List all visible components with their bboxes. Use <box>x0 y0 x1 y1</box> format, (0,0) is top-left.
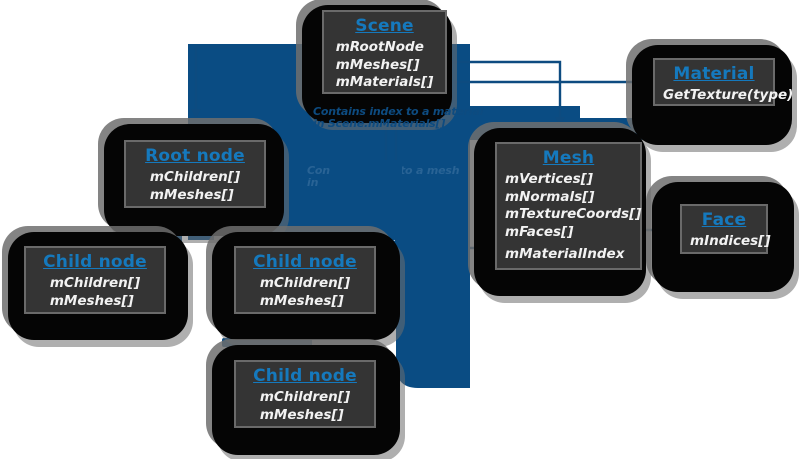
mesh-field-mmaterialindex: mMaterialIndex <box>505 246 625 262</box>
mesh-field-mvertices: mVertices[] <box>505 171 593 187</box>
material-field-gettexture: GetTexture(type) <box>663 87 794 103</box>
root-node-fields: mChildren[] mMeshes[] <box>150 169 240 204</box>
child-node-left-field-mchildren: mChildren[] <box>49 275 141 291</box>
child-node-bottom[interactable]: Child node mChildren[] mMeshes[] <box>234 360 376 428</box>
root-node[interactable]: Root node mChildren[] mMeshes[] <box>124 140 266 208</box>
material-node[interactable]: Material GetTexture(type) <box>653 58 794 106</box>
scene-fields: mRootNode mMeshes[] mMaterials[] <box>336 39 434 92</box>
scene-field-mmaterials: mMaterials[] <box>335 74 434 90</box>
child-node-middle[interactable]: Child node mChildren[] mMeshes[] <box>234 246 376 314</box>
scene-field-mmeshes: mMeshes[] <box>335 56 420 73</box>
child-node-left[interactable]: Child node mChildren[] mMeshes[] <box>24 246 166 314</box>
root-node-field-mmeshes: mMeshes[] <box>149 186 234 203</box>
mesh-node[interactable]: Mesh mVertices[] mNormals[] mTextureCoor… <box>495 142 642 270</box>
mesh-fields: mVertices[] mNormals[] mTextureCoords[] … <box>505 171 641 264</box>
mesh-field-mfaces: mFaces[] <box>505 223 574 240</box>
face-field-mindices: mIndices[] <box>690 233 771 249</box>
child-node-bottom-field-mmeshes: mMeshes[] <box>259 406 344 423</box>
caption-material-index-line2: in Scene.mMaterials[] <box>313 117 446 130</box>
child-node-middle-field-mmeshes: mMeshes[] <box>259 292 344 309</box>
child-node-middle-fields: mChildren[] mMeshes[] <box>260 275 350 310</box>
child-node-bottom-title: Child node <box>253 366 357 386</box>
face-fields: mIndices[] <box>690 233 771 251</box>
child-node-left-fields: mChildren[] mMeshes[] <box>50 275 140 310</box>
child-node-left-title: Child node <box>43 252 147 272</box>
face-title: Face <box>701 210 747 230</box>
face-node[interactable]: Face mIndices[] <box>680 204 771 254</box>
scene-field-mrootnode: mRootNode <box>335 39 424 55</box>
caption-material-index: Contains index to a material in Scene.mM… <box>313 106 483 130</box>
material-title: Material <box>673 64 755 84</box>
mesh-title: Mesh <box>542 148 595 168</box>
caption-material-index-line1: Contains index to a material <box>313 105 484 118</box>
material-fields: GetTexture(type) <box>663 87 794 105</box>
mesh-field-mnormals: mNormals[] <box>505 188 595 205</box>
caption-mesh-index-line2: in <box>307 176 319 189</box>
scene-title: Scene <box>355 16 414 36</box>
root-node-field-mchildren: mChildren[] <box>149 169 241 185</box>
child-node-middle-field-mchildren: mChildren[] <box>259 275 351 291</box>
mesh-field-mtexturecoords: mTextureCoords[] <box>505 206 642 222</box>
child-node-middle-title: Child node <box>253 252 357 272</box>
child-node-bottom-field-mchildren: mChildren[] <box>259 389 351 405</box>
child-node-left-field-mmeshes: mMeshes[] <box>49 292 134 309</box>
root-node-title: Root node <box>145 146 245 166</box>
scene-node[interactable]: Scene mRootNode mMeshes[] mMaterials[] <box>322 10 447 94</box>
child-node-bottom-fields: mChildren[] mMeshes[] <box>260 389 350 424</box>
